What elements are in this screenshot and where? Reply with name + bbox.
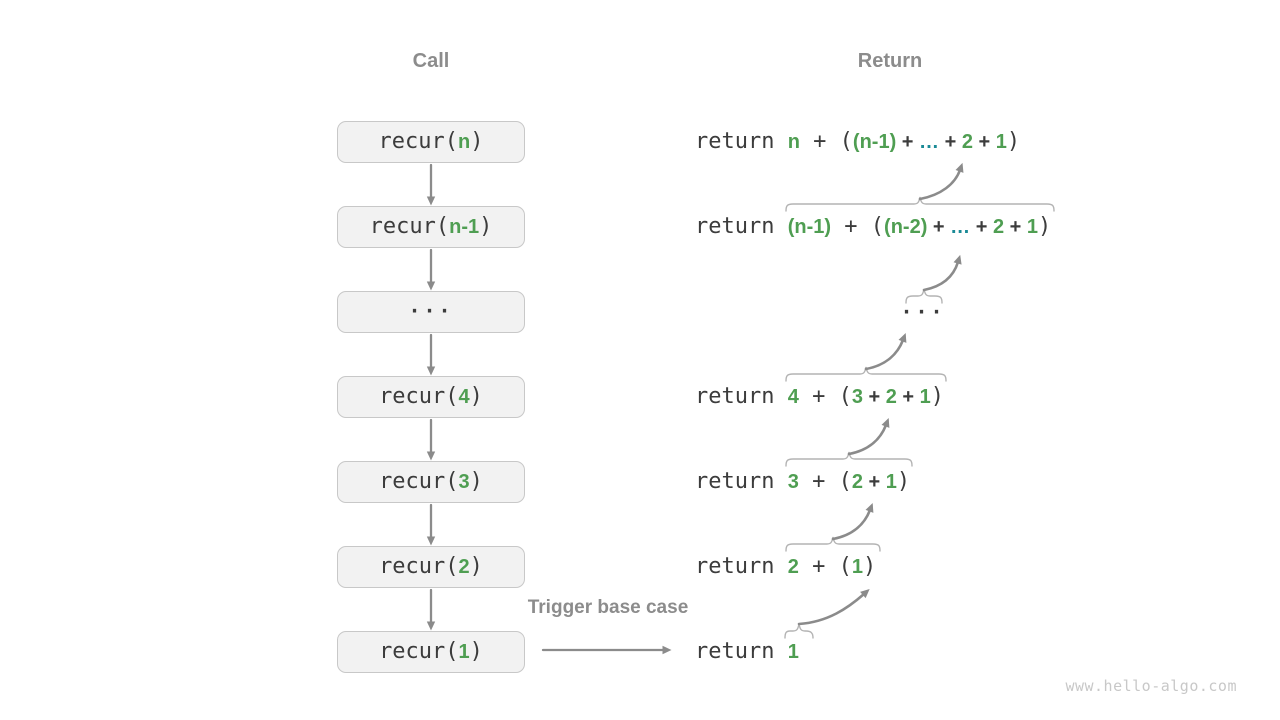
code-segment: 2 <box>885 386 897 408</box>
code-segment: ··· <box>900 300 946 324</box>
code-segment: + <box>896 131 920 153</box>
return-line-ellipsis: ··· <box>880 297 966 327</box>
overbrace-line-7 <box>784 623 814 639</box>
code-segment: ) <box>469 384 483 409</box>
code-segment: ) <box>862 554 877 579</box>
code-segment: ··· <box>408 299 454 323</box>
return-column-header: Return <box>857 50 923 72</box>
code-segment: (n-1) <box>787 216 832 238</box>
return-flow-arrow-5 <box>831 503 874 541</box>
code-segment: (n-2) <box>884 216 928 238</box>
return-line-3: return 3 + (2 + 1) <box>695 467 910 497</box>
code-segment: ) <box>1006 129 1021 154</box>
code-segment: return <box>695 639 788 664</box>
return-line-4: return 4 + (3 + 2 + 1) <box>695 382 944 412</box>
code-segment: 3 <box>787 471 799 493</box>
trigger-base-case-label: Trigger base case <box>527 597 689 618</box>
code-segment: 1 <box>919 386 931 408</box>
code-segment: ) <box>470 129 484 154</box>
code-segment: n <box>458 131 471 153</box>
return-flow-arrow-6 <box>797 589 870 626</box>
code-segment: 2 <box>787 556 799 578</box>
watermark: www.hello-algo.com <box>1065 677 1237 695</box>
code-segment: 2 <box>458 556 470 578</box>
code-segment: ) <box>479 214 493 239</box>
return-line-n-1: return (n-1) + ((n-2) + … + 2 + 1) <box>695 212 1051 242</box>
code-segment: recur( <box>379 469 459 494</box>
call-box-ellipsis: ··· <box>337 291 525 333</box>
code-segment: + <box>939 131 962 153</box>
code-segment: ) <box>469 469 483 494</box>
overbrace-line-2 <box>785 196 1055 212</box>
code-segment: n <box>787 131 800 153</box>
code-segment: ) <box>1038 214 1052 239</box>
overbrace-line-5 <box>785 451 913 467</box>
call-box-recur-3: recur(3) <box>337 461 525 503</box>
code-segment: (n-1) <box>852 131 897 153</box>
code-segment: + <box>970 216 993 238</box>
code-segment: + ( <box>798 469 852 494</box>
code-segment: recur( <box>369 214 450 239</box>
code-segment: 3 <box>458 471 470 493</box>
return-flow-arrow-1 <box>918 162 964 201</box>
code-segment: + <box>862 386 886 408</box>
return-line-n: return n + ((n-1) + … + 2 + 1) <box>695 127 1020 157</box>
return-flow-arrow-2 <box>922 254 962 292</box>
code-segment: return <box>695 214 788 239</box>
code-segment: 4 <box>458 386 470 408</box>
overbrace-line-6 <box>785 536 881 552</box>
code-segment: recur( <box>379 639 459 664</box>
code-segment: + <box>927 216 951 238</box>
return-line-1: return 1 <box>695 637 799 667</box>
call-box-recur-1: recur(1) <box>337 631 525 673</box>
code-segment: 1 <box>458 641 470 663</box>
code-segment: + <box>1004 216 1027 238</box>
code-segment: recur( <box>378 129 458 154</box>
return-flow-arrow-4 <box>847 418 890 456</box>
code-segment: 4 <box>787 386 799 408</box>
code-segment: 1 <box>787 641 799 663</box>
code-segment: + <box>896 386 920 408</box>
code-segment: + <box>862 471 886 493</box>
code-segment: recur( <box>379 384 459 409</box>
code-segment: 2 <box>961 131 973 153</box>
code-segment: + ( <box>799 129 853 154</box>
code-segment: ) <box>896 469 911 494</box>
code-segment: return <box>695 554 788 579</box>
call-box-recur-n: recur(n) <box>337 121 525 163</box>
code-segment: 2 <box>992 216 1005 238</box>
code-segment: + ( <box>831 214 885 239</box>
code-segment: 1 <box>851 556 863 578</box>
code-segment: 1 <box>885 471 897 493</box>
code-segment: return <box>695 469 788 494</box>
code-segment: + <box>972 131 996 153</box>
call-box-recur-4: recur(4) <box>337 376 525 418</box>
code-segment: … <box>950 216 971 238</box>
code-segment: n-1 <box>449 216 480 238</box>
code-segment: … <box>919 131 940 153</box>
code-segment: return <box>695 384 788 409</box>
code-segment: + ( <box>798 384 852 409</box>
return-line-2: return 2 + (1) <box>695 552 876 582</box>
code-segment: 3 <box>851 386 863 408</box>
code-segment: 1 <box>995 131 1007 153</box>
code-segment: ) <box>469 554 483 579</box>
code-segment: ) <box>930 384 945 409</box>
overbrace-line-4 <box>785 366 947 382</box>
call-column-header: Call <box>412 50 450 72</box>
code-segment: recur( <box>379 554 459 579</box>
return-flow-arrow-3 <box>864 333 907 371</box>
code-segment: return <box>695 129 788 154</box>
call-box-recur-n-1: recur(n-1) <box>337 206 525 248</box>
call-box-recur-2: recur(2) <box>337 546 525 588</box>
code-segment: + ( <box>798 554 852 579</box>
code-segment: 2 <box>851 471 863 493</box>
code-segment: ) <box>469 639 483 664</box>
code-segment: 1 <box>1026 216 1038 238</box>
